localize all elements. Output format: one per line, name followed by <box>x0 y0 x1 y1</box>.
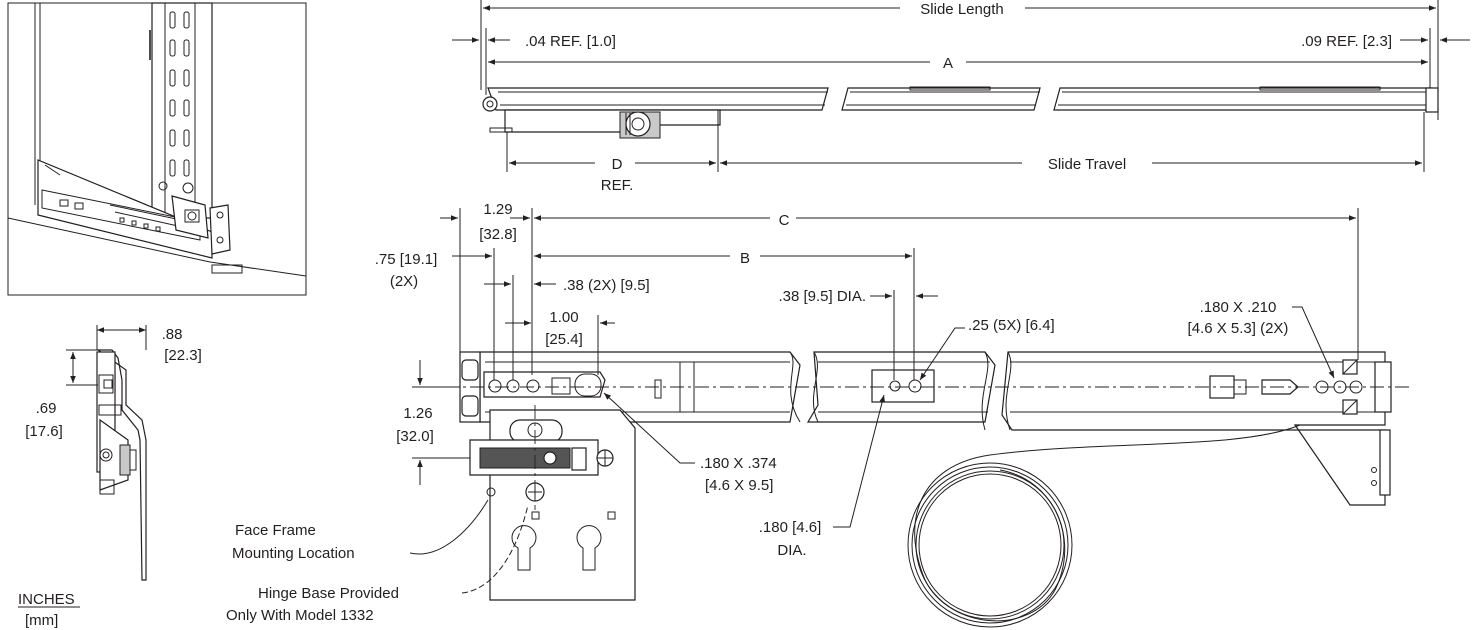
dim-slide-travel: Slide Travel <box>1048 156 1126 173</box>
dim-slide-length: Slide Length <box>920 1 1003 18</box>
dim-a: A <box>943 55 953 72</box>
dim-1-29: 1.29 <box>483 201 512 218</box>
note-hinge-2: Only With Model 1332 <box>226 607 374 624</box>
dim-180x374: .180 X .374 <box>700 455 777 472</box>
dim-1-26: 1.26 <box>403 405 432 422</box>
dim-75-2x: (2X) <box>390 273 418 290</box>
dim-b: B <box>740 250 750 267</box>
side-view-dimensions: C 1.29 [32.8] B .75 [19.1] (2X) .38 (2X)… <box>375 201 1359 559</box>
dim-04-ref: .04 REF. [1.0] <box>525 33 616 50</box>
dim-22-3: [22.3] <box>164 347 202 364</box>
dim-180x210: .180 X .210 <box>1200 299 1277 316</box>
dim-88: .88 <box>162 326 183 343</box>
dim-180x210-mm: [4.6 X 5.3] (2X) <box>1188 320 1289 337</box>
units-inches: INCHES <box>18 591 75 608</box>
dim-180-4-6: .180 [4.6] <box>759 519 822 536</box>
note-hinge-1: Hinge Base Provided <box>258 585 399 602</box>
dim-09-ref: .09 REF. [2.3] <box>1301 33 1392 50</box>
dim-25-4: [25.4] <box>545 331 583 348</box>
units-mm: [mm] <box>25 612 58 629</box>
dim-c: C <box>779 212 790 229</box>
dim-17-6: [17.6] <box>25 423 63 440</box>
slide-side-view <box>420 351 1410 628</box>
dim-d-ref: REF. <box>601 177 634 194</box>
dim-25-5x: .25 (5X) [6.4] <box>968 317 1055 334</box>
dim-75: .75 [19.1] <box>375 251 438 268</box>
dim-69: .69 <box>36 400 57 417</box>
dim-38-2x: .38 (2X) [9.5] <box>563 277 650 294</box>
end-view: .88 [22.3] .69 [17.6] <box>25 325 202 581</box>
dim-180x374-mm: [4.6 X 9.5] <box>705 477 773 494</box>
dim-1-00: 1.00 <box>549 309 578 326</box>
dim-d: D <box>612 156 623 173</box>
dim-38-dia: .38 [9.5] DIA. <box>778 288 866 305</box>
note-face-frame-1: Face Frame <box>235 522 316 539</box>
dim-180-dia: DIA. <box>777 542 806 559</box>
dim-32-8: [32.8] <box>479 226 517 243</box>
note-face-frame-2: Mounting Location <box>232 545 355 562</box>
slide-top-view: Slide Length .04 REF. [1.0] .09 REF. [2.… <box>452 0 1470 194</box>
isometric-view <box>7 2 307 296</box>
notes: Face Frame Mounting Location Hinge Base … <box>226 499 529 624</box>
dim-32-0: [32.0] <box>396 428 434 445</box>
